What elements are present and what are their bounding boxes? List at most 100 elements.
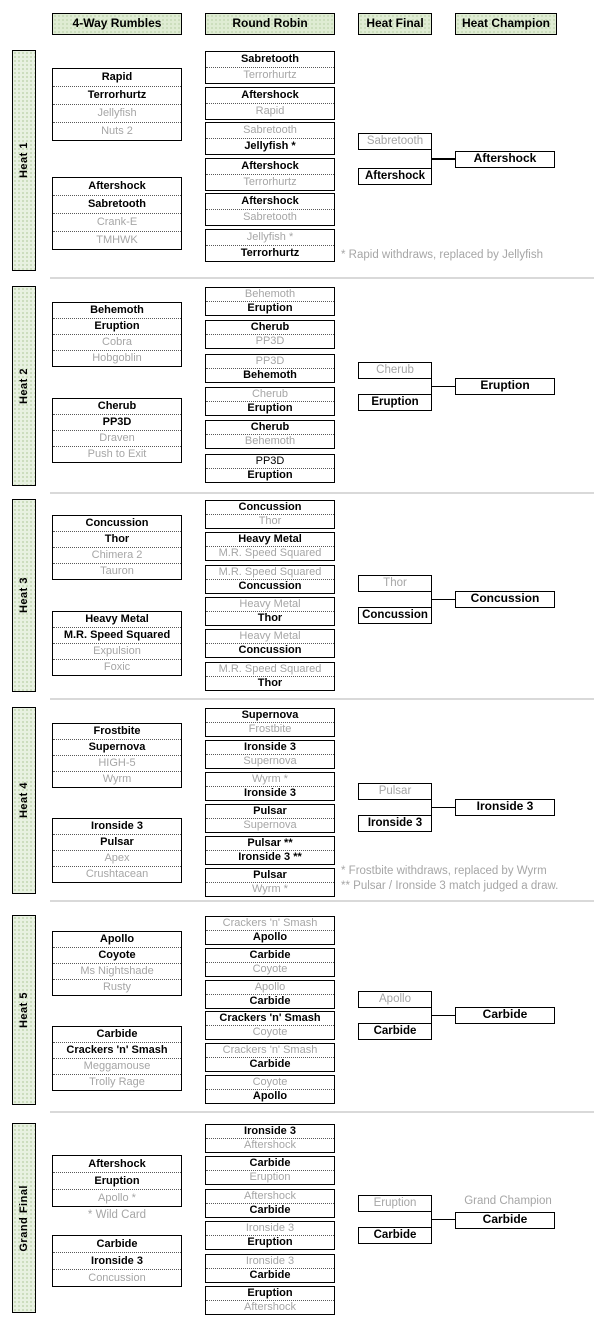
bracket-connector-vertical [430,800,432,815]
rumble-entry: Foxic [53,659,181,675]
match-entry: Aftershock [241,159,299,172]
match-entry: Behemoth [206,367,334,382]
rumble-entry: Apex [53,850,181,866]
footnote: * Frostbite withdraws, replaced by Wyrm [341,865,547,877]
rumble-entry: Hobgoblin [53,350,181,366]
match-entry: Sabretooth [243,124,297,137]
heat-finalist-top: Sabretooth [358,133,432,150]
bracket-connector-horizontal [432,806,455,809]
column-header-heat-champion: Heat Champion [455,13,557,35]
match-entry: Ironside 3 [244,741,296,753]
rumble-entry: Draven [53,430,181,446]
match-entry: Cherub [250,321,290,334]
heat-divider [50,698,594,700]
match-entry: PP3D [255,454,285,467]
round-robin-match: Pulsar **Ironside 3 ** [205,836,335,865]
column-header-heat-final: Heat Final [358,13,432,35]
match-entry: Eruption [206,301,334,315]
bracket-connector-horizontal [432,158,455,160]
footnote: * Rapid withdraws, replaced by Jellyfish [341,249,543,261]
match-entry: Terrorhurtz [206,245,334,261]
match-entry: Crackers 'n' Smash [219,1012,321,1025]
heat-champion-box: Ironside 3 [455,799,555,816]
match-entry: Coyote [252,1076,288,1088]
heat-label-text: Heat 3 [18,577,30,614]
rumble-entry: Pulsar [53,834,181,850]
match-entry: Frostbite [206,722,334,736]
heat-champion-box: Carbide [455,1007,555,1024]
rumble-entry: HIGH-5 [53,755,181,771]
rumble-entry: Carbide [96,1028,138,1040]
match-entry: Pulsar [253,805,287,817]
match-entry: Aftershock [206,1300,334,1314]
heat-label: Heat 5 [12,915,36,1105]
rumble-entry: Expulsion [53,643,181,659]
match-entry: Cherub [251,387,289,400]
match-entry: Sabretooth [206,209,334,225]
match-entry: Apollo [206,930,334,944]
match-entry: Supernova [241,709,299,721]
rumble-entry: Crackers 'n' Smash [53,1042,181,1058]
match-entry: PP3D [255,354,285,367]
bracket-connector-vertical [430,1212,432,1227]
rumble-entry: Heavy Metal [85,613,149,625]
rumble-entry: Supernova [53,739,181,755]
rumble-entry: Eruption [53,1172,181,1189]
match-entry: Terrorhurtz [206,173,334,190]
rumble-entry: Crank-E [53,213,181,231]
match-entry: Carbide [206,1057,334,1071]
rumble-entry: M.R. Speed Squared [53,627,181,643]
match-entry: Rapid [206,102,334,119]
rumble-entry: Tauron [53,563,181,579]
heat-label-text: Heat 1 [18,142,30,179]
bracket-connector-vertical [430,1008,432,1023]
match-entry: Heavy Metal [239,630,301,643]
heat-finalist-bottom: Ironside 3 [358,815,432,832]
bracket-connector-horizontal [432,1218,455,1221]
match-entry: Cherub [250,421,290,434]
heat-finalist-top: Pulsar [358,783,432,800]
match-entry: Eruption [206,1235,334,1249]
match-entry: Heavy Metal [239,597,301,610]
rumble-entry: Push to Exit [53,446,181,462]
match-entry: Sabretooth [240,53,300,65]
match-entry: M.R. Speed Squared [206,546,334,560]
match-entry: Supernova [206,818,334,832]
match-entry: Carbide [206,1267,334,1282]
heat-label: Grand Final [12,1123,36,1313]
heat-label: Heat 2 [12,286,36,486]
match-entry: Heavy Metal [238,533,302,546]
match-entry: Concussion [206,643,334,657]
heat-finalist-bottom: Aftershock [358,168,432,185]
rumble-entry: Aftershock [88,1158,146,1170]
bracket-connector-horizontal [432,385,455,388]
rumble-entry: Behemoth [90,304,144,316]
rumble-entry: Aftershock [88,180,146,192]
match-entry: Carbide [249,1157,291,1170]
match-entry: Crackers 'n' Smash [222,917,318,929]
